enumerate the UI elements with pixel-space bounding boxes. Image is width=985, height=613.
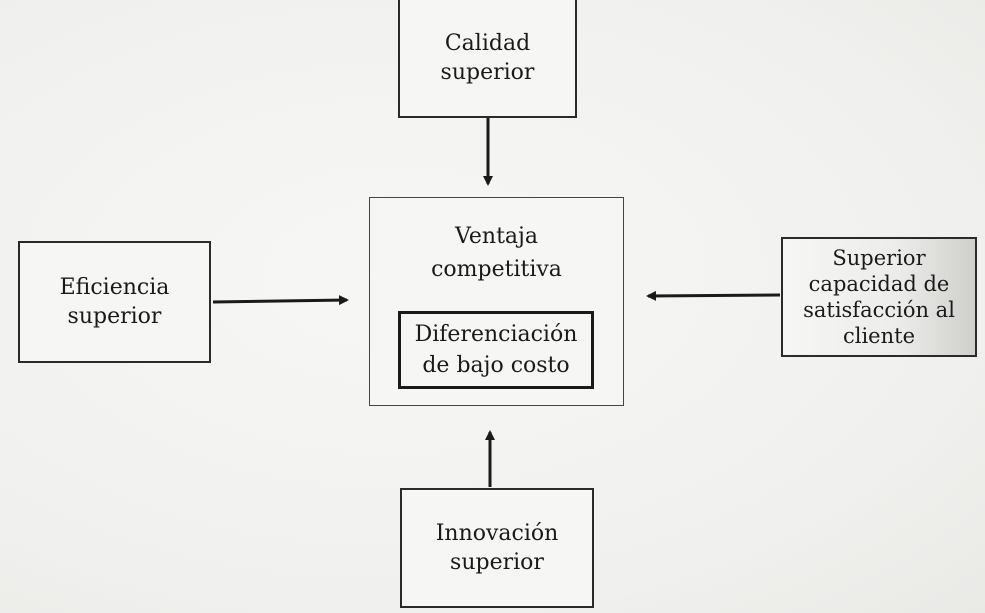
eficiencia-superior-line2: superior xyxy=(67,304,162,329)
ventaja-competitiva-line2: competitiva xyxy=(431,257,562,282)
satisfaccion-line1: Superior xyxy=(832,246,926,270)
innovacion-superior-line1: Innovación xyxy=(435,521,559,546)
arrow-right-to-center xyxy=(646,290,781,301)
innovacion-superior-box: Innovación superior xyxy=(400,488,594,608)
ventaja-competitiva-box: Ventaja competitiva Diferenciación de ba… xyxy=(369,197,624,406)
ventaja-competitiva-title: Ventaja competitiva xyxy=(431,220,562,286)
satisfaccion-cliente-box: Superior capacidad de satisfacción al cl… xyxy=(781,237,977,357)
diferenciacion-line1: Diferenciación xyxy=(414,322,578,347)
eficiencia-superior-box: Eficiencia superior xyxy=(18,241,211,363)
innovacion-superior-line2: superior xyxy=(450,550,544,575)
arrow-left-to-center xyxy=(212,295,349,306)
calidad-superior-line1: Calidad xyxy=(444,31,531,56)
satisfaccion-line2: capacidad de xyxy=(808,272,950,296)
ventaja-competitiva-line1: Ventaja xyxy=(455,224,538,249)
eficiencia-superior-line1: Eficiencia xyxy=(59,275,170,300)
diferenciacion-bajo-costo-box: Diferenciación de bajo costo xyxy=(398,311,594,389)
satisfaccion-line4: cliente xyxy=(842,324,915,348)
calidad-superior-box: Calidad superior xyxy=(398,0,577,118)
calidad-superior-line2: superior xyxy=(440,60,535,85)
satisfaccion-line3: satisfacción al xyxy=(803,298,955,322)
diferenciacion-line2: de bajo costo xyxy=(422,353,570,378)
